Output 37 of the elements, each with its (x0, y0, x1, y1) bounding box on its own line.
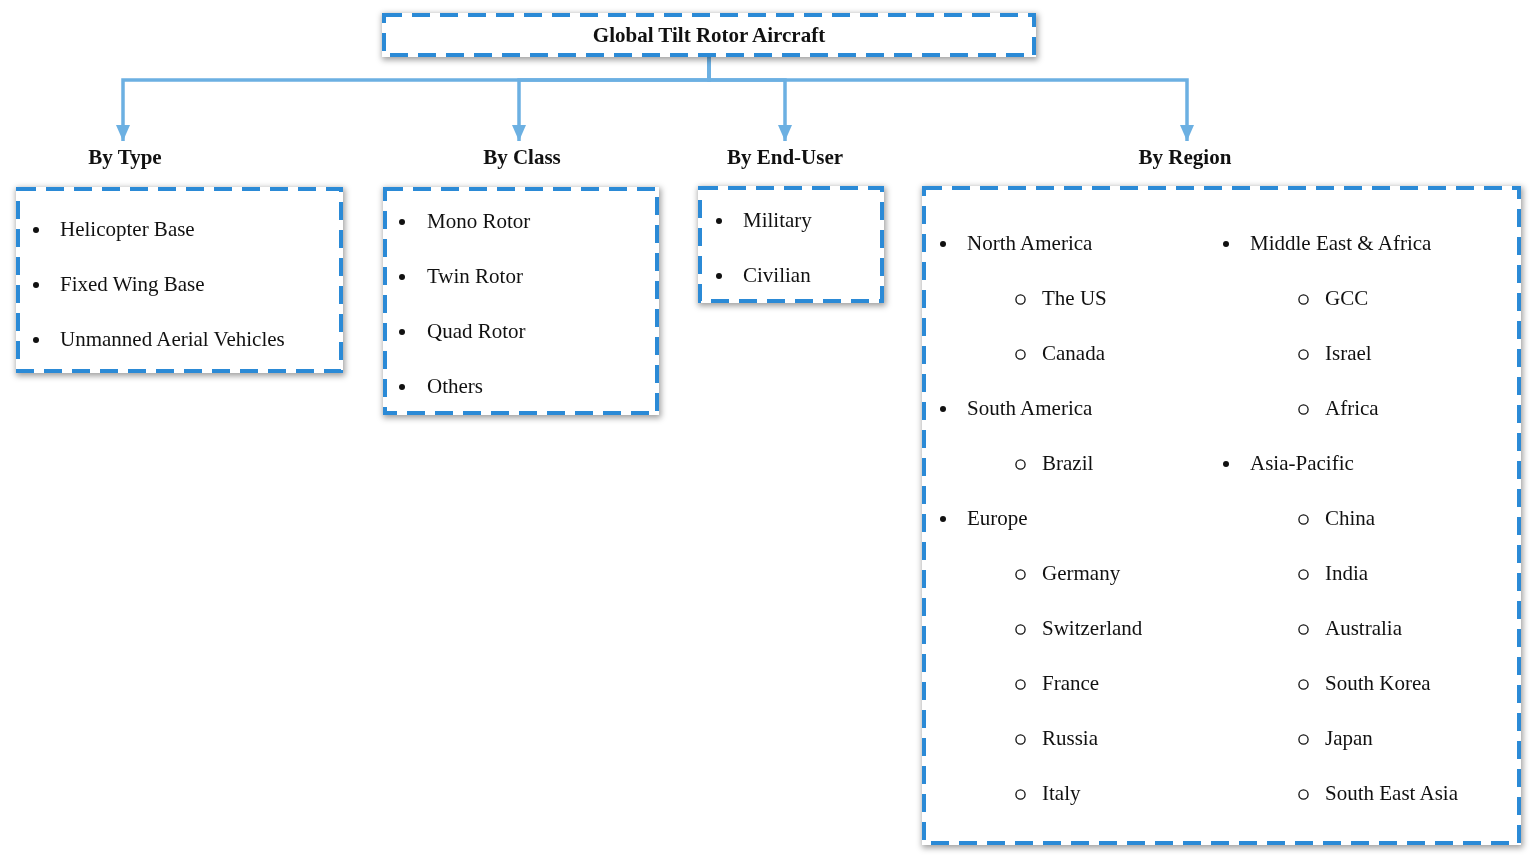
list-item-text: Quad Rotor (427, 318, 526, 344)
category-heading: By Type (88, 144, 162, 171)
list-item-text: Fixed Wing Base (60, 271, 205, 297)
list-item-text: Australia (1325, 615, 1402, 641)
list-item-text: North America (967, 230, 1093, 256)
list-item-text: Canada (1042, 340, 1105, 366)
title-text: Global Tilt Rotor Aircraft (592, 22, 826, 48)
category-heading: By Class (483, 144, 561, 171)
category-heading: By End-User (726, 144, 844, 171)
list-item-text: Germany (1042, 560, 1121, 586)
list-item-text: Russia (1042, 725, 1098, 751)
list-item-text: Brazil (1042, 450, 1094, 476)
list-item-text: Italy (1042, 780, 1081, 806)
list-item-text: Helicopter Base (60, 216, 195, 242)
list-item-text: South America (967, 395, 1093, 421)
list-item-text: Europe (967, 505, 1028, 531)
list-item-text: Asia-Pacific (1250, 450, 1354, 476)
list-item-text: India (1325, 560, 1369, 586)
list-item-text: Civilian (743, 262, 811, 288)
list-item-text: Israel (1325, 340, 1372, 366)
list-item-text: South Korea (1325, 670, 1431, 696)
list-item-text: South East Asia (1325, 780, 1458, 806)
list-item-text: China (1325, 505, 1376, 531)
list-item-text: Mono Rotor (427, 208, 531, 234)
list-item-text: Switzerland (1042, 615, 1143, 641)
list-item-text: Middle East & Africa (1250, 230, 1432, 256)
list-item-text: GCC (1325, 285, 1369, 311)
list-item-text: Others (427, 373, 483, 399)
title-box (382, 13, 1036, 57)
list-item-text: Military (743, 207, 812, 233)
list-item-text: Unmanned Aerial Vehicles (60, 326, 285, 352)
category-heading: By Region (1138, 144, 1232, 171)
list-item-text: Twin Rotor (427, 263, 523, 289)
list-item-text: Japan (1325, 725, 1373, 751)
list-item-text: The US (1042, 285, 1107, 311)
list-item-text: Africa (1325, 395, 1379, 421)
list-item-text: France (1042, 670, 1100, 696)
